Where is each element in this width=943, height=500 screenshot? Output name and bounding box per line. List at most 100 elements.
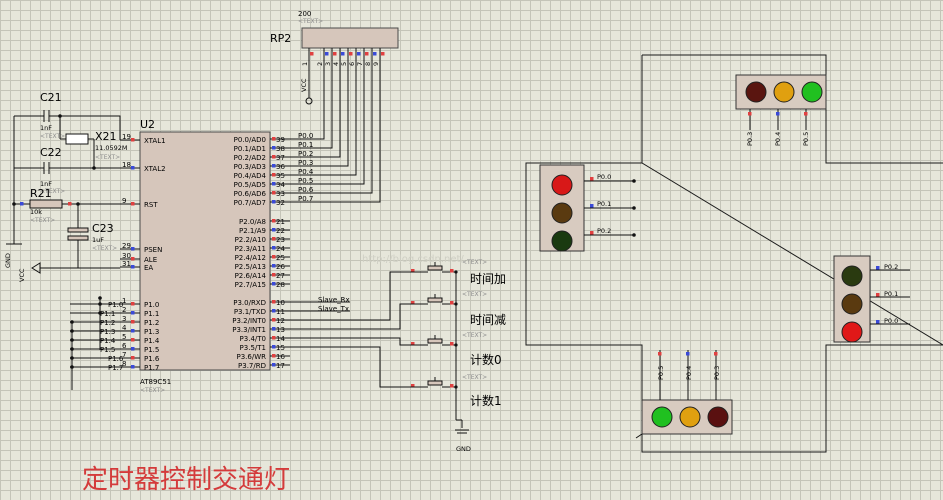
button-gnd-label: GND: [456, 445, 471, 453]
intersection-outline: [525, 54, 943, 453]
mcu-pin-name: P2.0/A8: [239, 218, 266, 226]
mcu-pin-number: 10: [276, 299, 285, 307]
light-net-label: P0.1: [597, 200, 611, 208]
c23-plate-top[interactable]: [67, 227, 89, 233]
traffic-lamp-right-2: [841, 321, 863, 343]
p0-net-label: P0.2: [298, 150, 313, 158]
traffic-lamp-left-2: [551, 230, 573, 252]
pin-marker: [131, 356, 135, 360]
light-net-label: P0.0: [884, 317, 898, 325]
mcu-pin-number: 15: [276, 344, 285, 352]
c23-plate-bottom[interactable]: [67, 235, 89, 241]
pin-marker: [131, 365, 135, 369]
mcu-pin-name: P1.5: [144, 346, 159, 354]
traffic-lamp-left-0: [551, 174, 573, 196]
wire: [290, 271, 420, 321]
rp2-pin-number: 3: [324, 62, 332, 66]
traffic-lamp-right-1: [841, 293, 863, 315]
mcu-pin-name: P3.0/RXD: [233, 299, 266, 307]
mcu-pin-name: P1.0: [144, 301, 159, 309]
pin-marker: [310, 52, 314, 56]
mcu-pin-number: 14: [276, 335, 285, 343]
pin-marker: [804, 112, 808, 116]
rp2-value: 200: [298, 10, 311, 18]
mcu-pin-name: EA: [144, 264, 153, 272]
mcu-pin-name: XTAL2: [144, 165, 166, 173]
mcu-pin-name: P3.3/INT1: [232, 326, 266, 334]
pin-marker: [450, 301, 454, 305]
mcu-pin-name: P2.6/A14: [235, 272, 267, 280]
rp2-body[interactable]: [301, 27, 399, 49]
vcc-arrow: [31, 262, 41, 274]
wire: [290, 62, 381, 203]
pushbutton-cap[interactable]: [427, 297, 443, 303]
pin-marker: [450, 269, 454, 273]
pin-marker: [748, 112, 752, 116]
mcu-text: <TEXT>: [140, 387, 165, 394]
light-net-label: P0.3: [746, 132, 754, 146]
pin-marker: [272, 137, 276, 141]
r21-resistor[interactable]: [29, 199, 63, 209]
mcu-pin-number: 21: [276, 218, 285, 226]
mcu-pin-name: P2.2/A10: [235, 236, 266, 244]
light-net-label: P0.4: [685, 366, 693, 380]
mcu-pin-name: P0.2/AD2: [234, 154, 266, 162]
junction: [76, 202, 80, 206]
mcu-pin-name: P1.2: [144, 319, 159, 327]
mcu-body[interactable]: [139, 131, 271, 371]
rp2-pin-number: 9: [372, 62, 380, 66]
mcu-pin-name: P0.1/AD1: [234, 145, 266, 153]
pin-marker: [411, 384, 415, 388]
pin-marker: [272, 309, 276, 313]
wire: [290, 62, 357, 176]
junction: [98, 311, 102, 315]
junction: [70, 356, 74, 360]
pin-marker: [272, 164, 276, 168]
rp2-pin-number: 1: [301, 62, 309, 66]
light-net-label: P0.5: [802, 132, 810, 146]
button-label-2: 计数0: [470, 352, 502, 367]
button-text-tag: <TEXT>: [462, 332, 487, 339]
mcu-pin-number: 18: [122, 161, 131, 169]
pushbutton-cap[interactable]: [427, 338, 443, 344]
light-net-label: P0.0: [597, 173, 611, 181]
mcu-pin-name: PSEN: [144, 246, 162, 254]
button-text-tag: <TEXT>: [462, 374, 487, 381]
pin-marker: [590, 177, 594, 181]
c21-value: 1nF: [40, 124, 52, 132]
x21-name: X21: [95, 130, 117, 143]
mcu-pin-name: P0.0/AD0: [234, 136, 266, 144]
mcu-pin-number: 27: [276, 272, 285, 280]
mcu-pin-name: P1.4: [144, 337, 160, 345]
p1-net-label: P1.1: [100, 310, 115, 318]
mcu-pin-number: 13: [276, 326, 285, 334]
pushbutton-cap[interactable]: [427, 380, 443, 386]
pin-marker: [131, 311, 135, 315]
mcu-pin-name: P1.7: [144, 364, 159, 372]
mcu-pin-number: 24: [276, 245, 285, 253]
pushbutton-cap[interactable]: [427, 265, 443, 271]
pin-marker: [272, 354, 276, 358]
mcu-pin-number: 33: [276, 190, 285, 198]
pin-marker: [131, 347, 135, 351]
mcu-pin-name: XTAL1: [144, 137, 166, 145]
mcu-pin-number: 17: [276, 362, 285, 370]
traffic-lamp-top-0: [745, 81, 767, 103]
mcu-pin-number: 32: [276, 199, 285, 207]
p1-net-label: P1.6: [108, 355, 124, 363]
mcu-pin-name: P3.1/TXD: [234, 308, 266, 316]
mcu-pin-number: 26: [276, 263, 285, 271]
wire: [290, 337, 420, 346]
light-net-label: P0.5: [657, 366, 665, 380]
mcu-pin-name: P0.6/AD6: [234, 190, 267, 198]
diagram-title: 定时器控制交通灯: [82, 465, 290, 495]
pin-marker: [272, 282, 276, 286]
mcu-pin-name: P2.4/A12: [235, 254, 266, 262]
mcu-pin-number: 38: [276, 145, 285, 153]
pin-marker: [450, 384, 454, 388]
junction: [92, 166, 96, 170]
light-net-label: P0.1: [884, 290, 898, 298]
light-net-label: P0.2: [597, 227, 611, 235]
x21-crystal[interactable]: [65, 133, 89, 145]
